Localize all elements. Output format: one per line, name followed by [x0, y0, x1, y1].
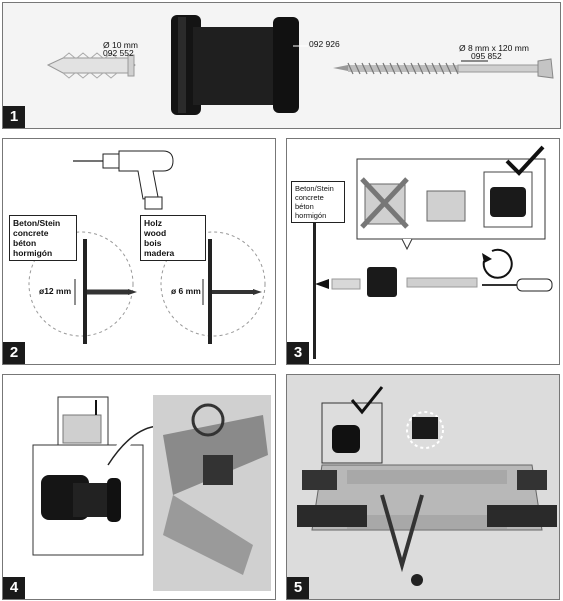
concrete-drill-diameter: ø12 mm: [39, 286, 72, 296]
wood-drill-diameter: ø 6 mm: [171, 286, 201, 296]
step-4-illustration: [32, 395, 271, 591]
wood-screw: [333, 58, 554, 79]
material-label: hormigón: [295, 211, 327, 220]
step-number: 3: [287, 342, 309, 364]
step-number: 2: [3, 342, 25, 364]
material-label: bois: [144, 238, 162, 248]
material-label: Beton/Stein: [295, 184, 334, 193]
dowel-diameter-label: Ø 10 mm: [103, 40, 138, 50]
rubber-adapter: [171, 15, 299, 115]
wood-material-box: Holz wood bois madera: [140, 215, 206, 261]
concrete-material-box: Beton/Stein concrete béton hormigón: [291, 181, 345, 223]
step-1-illustration: [46, 15, 554, 115]
step-number: 4: [3, 577, 25, 599]
step-number: 5: [287, 577, 309, 599]
drill-icon: [73, 150, 174, 210]
material-label: wood: [144, 228, 167, 238]
step-5-panel: 5: [286, 374, 560, 600]
step-3-panel: Beton/Stein concrete béton hormigón 3: [286, 138, 560, 365]
step-number: 1: [3, 106, 25, 128]
wall-dowel: [46, 52, 136, 79]
material-label: béton: [295, 202, 314, 211]
concrete-material-box: Beton/Stein concrete béton hormigón: [9, 215, 77, 261]
step-2-panel: Beton/Stein concrete béton hormigón Holz…: [2, 138, 276, 365]
material-label: hormigón: [13, 248, 53, 258]
step-3-illustration: [313, 145, 553, 359]
material-label: concrete: [13, 228, 49, 238]
material-label: Holz: [144, 218, 162, 228]
step-5-illustration: [297, 386, 557, 586]
material-label: madera: [144, 248, 175, 258]
material-label: Beton/Stein: [13, 218, 61, 228]
screw-size-label: Ø 8 mm x 120 mm: [459, 43, 529, 53]
screw-code-label: 095 852: [471, 51, 502, 61]
material-label: béton: [13, 238, 37, 248]
material-label: concrete: [295, 193, 324, 202]
step-4-panel: 4: [2, 374, 276, 600]
adapter-code-label: 092 926: [309, 39, 340, 49]
dowel-code-label: 092 552: [103, 48, 134, 58]
step-2-illustration: [28, 150, 266, 344]
step-1-panel: Ø 10 mm 092 552 092 926 Ø 8 mm x 120 mm …: [2, 2, 561, 129]
